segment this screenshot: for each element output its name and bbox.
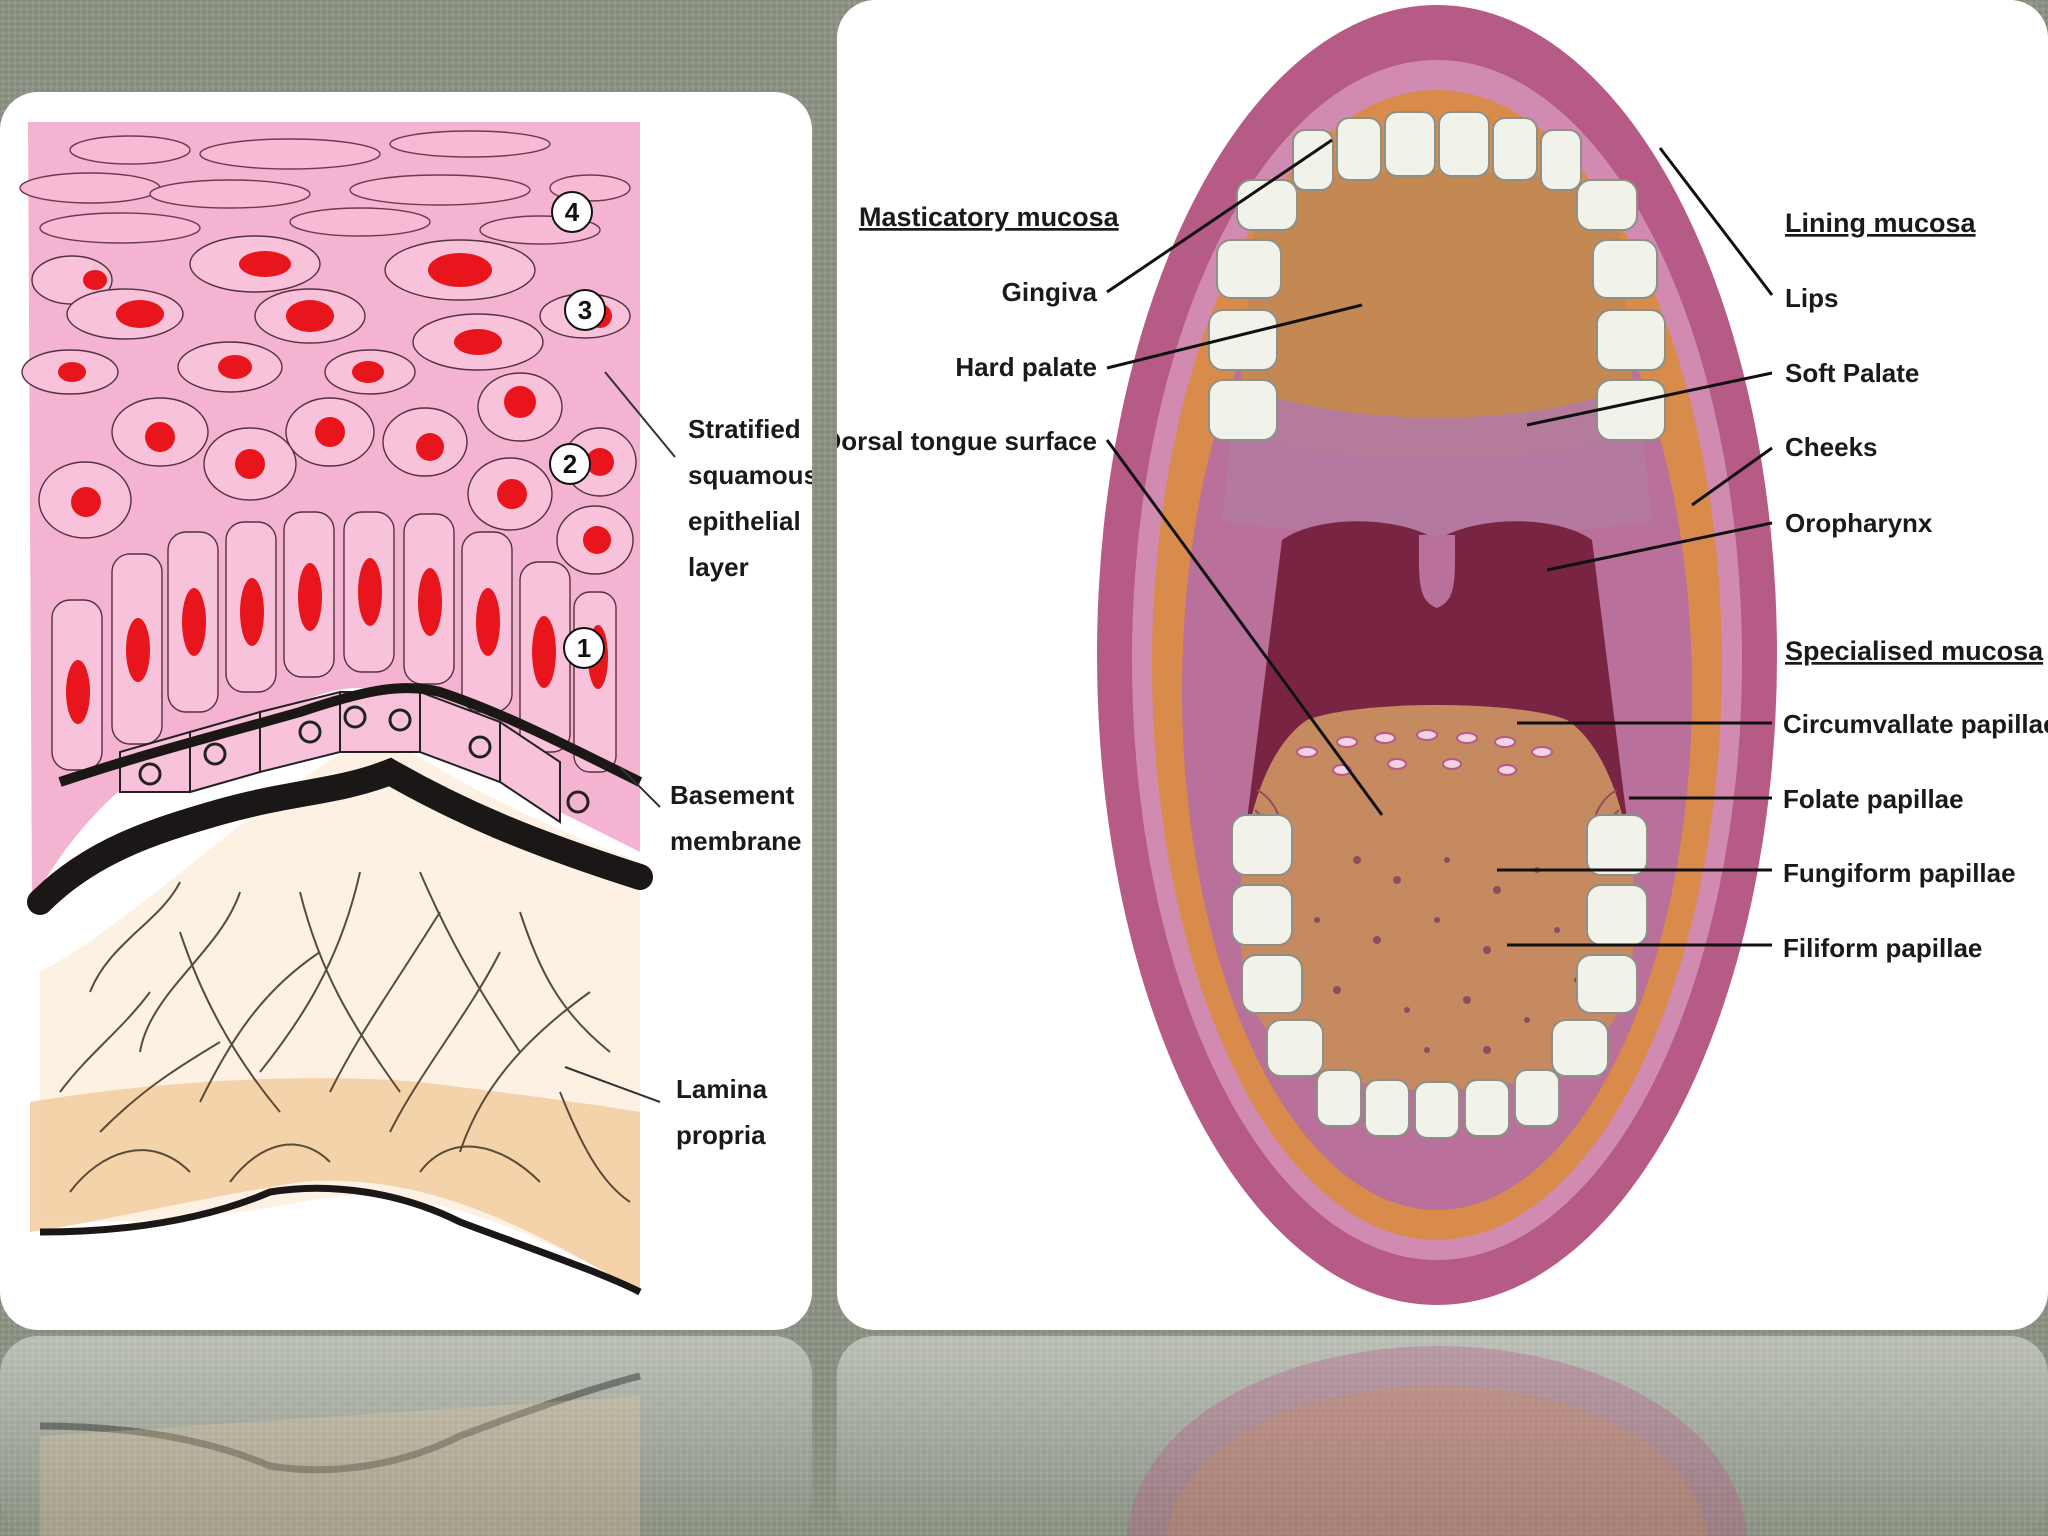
uvula <box>1418 535 1456 608</box>
lower-teeth <box>1231 814 1648 1139</box>
mouth-leader-lines <box>1105 138 1774 947</box>
svg-text:Stratified: Stratified <box>688 414 801 444</box>
hard-palate-label: Hard palate <box>955 352 1097 382</box>
upper-teeth <box>1208 111 1666 441</box>
stratified-squamous-label: Stratified squamous epithelial layer <box>688 414 812 582</box>
svg-text:squamous: squamous <box>688 460 812 490</box>
cell-nuclei <box>58 251 614 724</box>
layer-number-4: 4 <box>551 191 593 233</box>
svg-text:layer: layer <box>688 552 749 582</box>
surface-flat-cells <box>19 130 631 245</box>
svg-text:epithelial: epithelial <box>688 506 801 536</box>
basement-membrane <box>27 757 653 915</box>
svg-text:membrane: membrane <box>670 826 802 856</box>
basal-nuclei <box>138 705 590 814</box>
fungiform-papillae-dots <box>1294 856 1580 1054</box>
right-panel-reflection <box>837 1336 2048 1536</box>
layer-number-1: 1 <box>563 627 605 669</box>
left-panel-reflection <box>0 1336 812 1536</box>
epithelium-diagram-panel: 4 3 2 1 Stratified squamous epithelial l… <box>0 92 812 1330</box>
lamina-propria-dense <box>30 1078 640 1292</box>
collagen-fibers <box>59 871 631 1203</box>
filiform-papillae-label: Filiform papillae <box>1783 933 1982 963</box>
folate-papillae-label: Folate papillae <box>1783 784 1964 814</box>
hard-palate-surface <box>1237 170 1637 460</box>
svg-text:4: 4 <box>565 197 580 227</box>
specialised-mucosa-heading: Specialised mucosa <box>1785 636 2044 666</box>
masticatory-mucosa-heading: Masticatory mucosa <box>859 202 1120 232</box>
svg-text:1: 1 <box>577 633 591 663</box>
cell-layer-3 <box>21 235 631 395</box>
fungiform-papillae-label: Fungiform papillae <box>1783 858 2016 888</box>
epithelium-leader-lines <box>564 371 676 1103</box>
dorsal-tongue-surface-label: Dorsal tongue surface <box>837 426 1097 456</box>
basement-membrane-label: Basement membrane <box>670 780 802 856</box>
lamina-bottom-border <box>39 1184 642 1296</box>
gingiva-label: Gingiva <box>1002 277 1098 307</box>
left-reflection-art <box>39 1372 641 1536</box>
svg-text:3: 3 <box>578 295 592 325</box>
svg-text:2: 2 <box>563 449 577 479</box>
svg-text:Lamina: Lamina <box>676 1074 768 1104</box>
basal-top-border <box>58 683 643 787</box>
lips-label: Lips <box>1785 283 1838 313</box>
lamina-propria-label: Lamina propria <box>676 1074 768 1150</box>
circumvallate-papillae-label: Circumvallate papillae <box>1783 709 2048 739</box>
right-reflection-art <box>1127 1346 1747 1536</box>
soft-palate-label: Soft Palate <box>1785 358 1919 388</box>
svg-text:propria: propria <box>676 1120 766 1150</box>
svg-text:Basement: Basement <box>670 780 795 810</box>
epithelium-diagram: 4 3 2 1 Stratified squamous epithelial l… <box>19 122 812 1296</box>
cheeks-label: Cheeks <box>1785 432 1878 462</box>
layer-number-2: 2 <box>549 443 591 485</box>
circumvallate-papillae <box>1296 729 1553 776</box>
lining-mucosa-heading: Lining mucosa <box>1785 208 1977 238</box>
oral-mucosa-diagram-panel: Masticatory mucosa Gingiva Hard palate D… <box>837 0 2048 1330</box>
soft-palate-surface <box>1222 380 1652 535</box>
mouth-diagram: Masticatory mucosa Gingiva Hard palate D… <box>837 5 2048 1305</box>
oropharynx-label: Oropharynx <box>1785 508 1933 538</box>
layer-number-3: 3 <box>564 289 606 331</box>
